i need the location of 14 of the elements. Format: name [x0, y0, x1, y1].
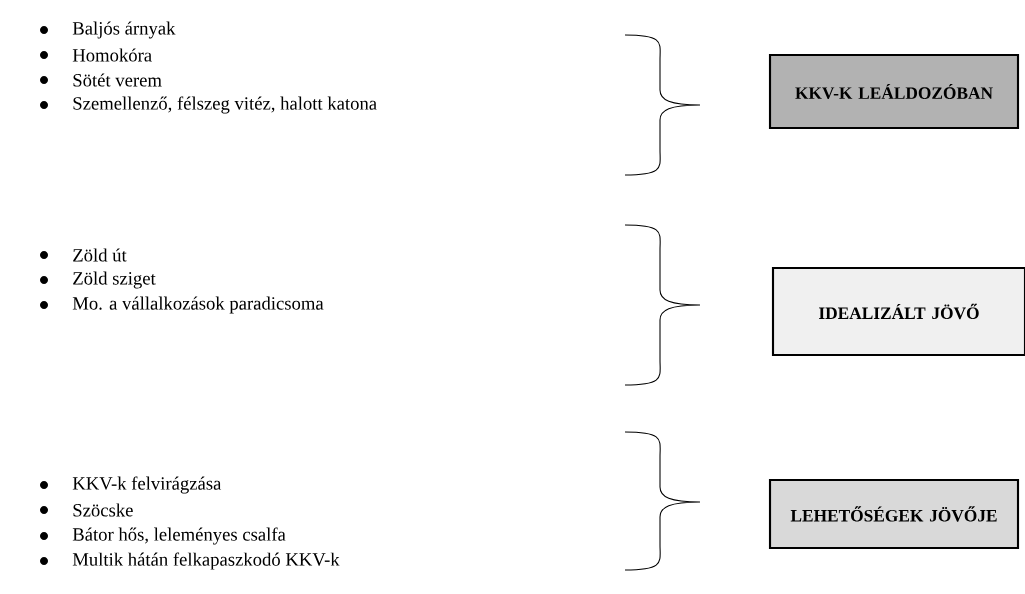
label-box: KKV-K LEÁLDOZÓBAN	[768, 53, 1020, 130]
bullet-item: Sötét verem	[73, 73, 162, 87]
bullet-item: Zöld út	[73, 248, 127, 262]
bullet-item: Szemellenző, félszeg vitéz, halott katona	[73, 96, 377, 114]
bullet-item: KKV-k felvirágzása	[72, 476, 222, 494]
bullet-item: Homokóra	[72, 48, 152, 62]
bullet-item: Bátor hős, leleményes csalfa	[72, 527, 286, 545]
bullet-item: Multik hátán felkapaszkodó KKV-k	[72, 552, 340, 570]
label-box: IDEALIZÁLT JÖVŐ	[771, 266, 1025, 357]
bullet-item: Szöcske	[73, 503, 133, 517]
label-box: LEHETŐSÉGEK JÖVŐJE	[768, 478, 1020, 550]
bullet-item: Baljós árnyak	[72, 21, 176, 39]
bullet-item: Zöld sziget	[73, 271, 156, 289]
bullet-item: Mo. a vállalkozások paradicsoma	[72, 296, 324, 314]
